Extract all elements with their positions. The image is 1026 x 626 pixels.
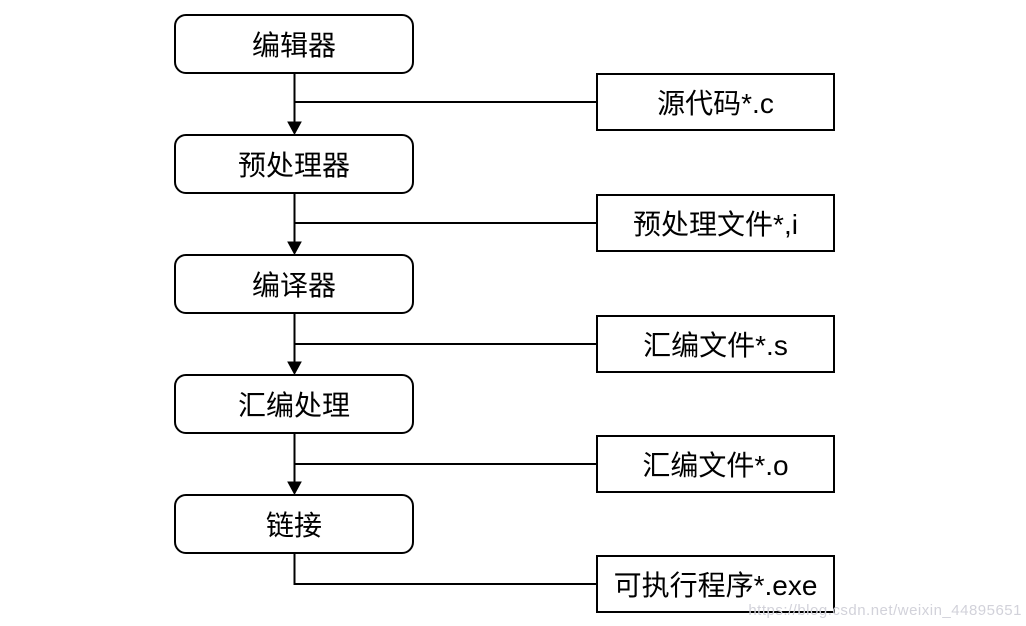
watermark-text: https://blog.csdn.net/weixin_44895651 [748,602,1022,619]
arrowhead-stage3 [287,361,302,376]
stage-box-linker: 链接 [174,494,414,554]
arrowhead-stage2 [287,241,302,256]
artifact-box-preprocessed-i: 预处理文件*,i [596,194,835,252]
artifact-box-executable-exe: 可执行程序*.exe [596,555,835,613]
stage-box-editor: 编辑器 [174,14,414,74]
artifact-box-object-o: 汇编文件*.o [596,435,835,493]
arrowhead-stage4 [287,481,302,496]
artifact-box-assembly-s: 汇编文件*.s [596,315,835,373]
stage-box-preprocessor: 预处理器 [174,134,414,194]
arrowhead-stage1 [287,121,302,136]
artifact-box-source-c: 源代码*.c [596,73,835,131]
stage-box-compiler: 编译器 [174,254,414,314]
stage-box-assembler: 汇编处理 [174,374,414,434]
